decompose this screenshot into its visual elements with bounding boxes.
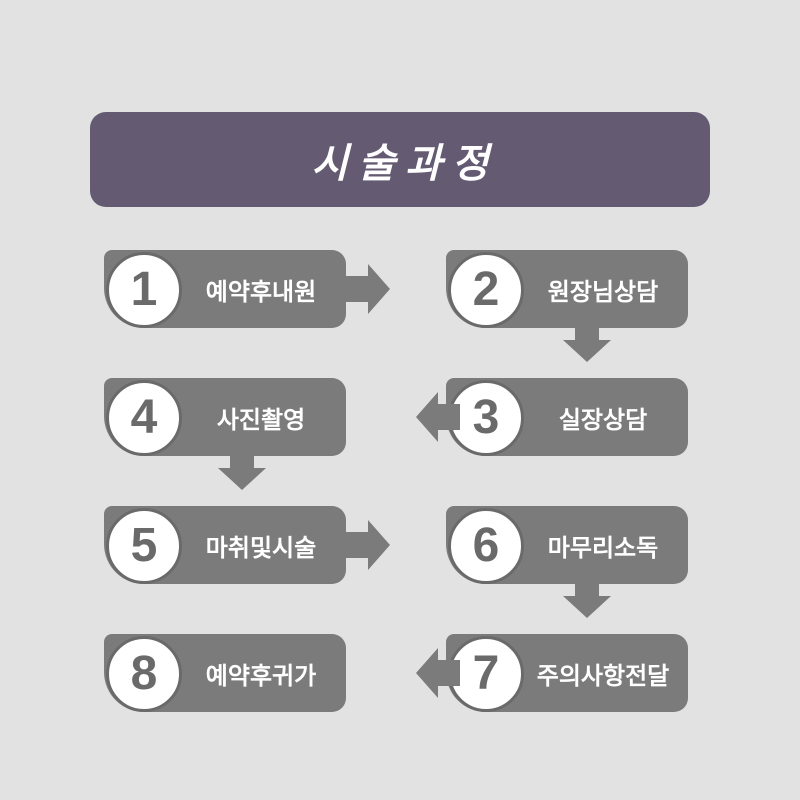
step-number: 6 <box>472 519 500 572</box>
step-label: 예약후내원 <box>205 277 317 306</box>
step-label: 마취및시술 <box>205 533 317 562</box>
step-number: 3 <box>472 391 500 444</box>
step-label: 원장님상담 <box>547 277 659 306</box>
step-number-badge: 2 <box>448 252 524 328</box>
arrow-down-icon <box>563 328 611 362</box>
step-6: 6 마무리소독 <box>446 506 688 584</box>
step-label: 예약후귀가 <box>205 661 317 690</box>
arrow-left-icon <box>416 648 460 698</box>
arrow-down-icon <box>218 456 266 490</box>
step-label: 사진촬영 <box>216 405 306 434</box>
arrow-right-icon <box>346 264 390 314</box>
step-number-badge: 4 <box>106 380 182 456</box>
step-number-badge: 8 <box>106 636 182 712</box>
title-banner: 시술과정 <box>90 112 710 207</box>
step-7: 7 주의사항전달 <box>446 634 688 712</box>
step-number: 5 <box>130 519 158 572</box>
step-number: 4 <box>130 391 158 444</box>
page-title: 시술과정 <box>311 140 499 187</box>
step-number: 7 <box>472 647 500 700</box>
arrow-down-icon <box>563 584 611 618</box>
arrow-left-icon <box>416 392 460 442</box>
step-4: 4 사진촬영 <box>104 378 346 456</box>
step-number-badge: 5 <box>106 508 182 584</box>
step-number-badge: 6 <box>448 508 524 584</box>
step-3: 3 실장상담 <box>446 378 688 456</box>
step-label: 마무리소독 <box>547 533 659 562</box>
step-number: 1 <box>130 263 158 316</box>
arrow-right-icon <box>346 520 390 570</box>
step-2: 2 원장님상담 <box>446 250 688 328</box>
step-number-badge: 3 <box>448 380 524 456</box>
step-1: 1 예약후내원 <box>104 250 346 328</box>
step-label: 실장상담 <box>558 405 648 434</box>
step-number-badge: 1 <box>106 252 182 328</box>
step-8: 8 예약후귀가 <box>104 634 346 712</box>
step-label: 주의사항전달 <box>536 661 670 690</box>
step-5: 5 마취및시술 <box>104 506 346 584</box>
step-number: 2 <box>472 263 500 316</box>
step-number: 8 <box>130 647 158 700</box>
